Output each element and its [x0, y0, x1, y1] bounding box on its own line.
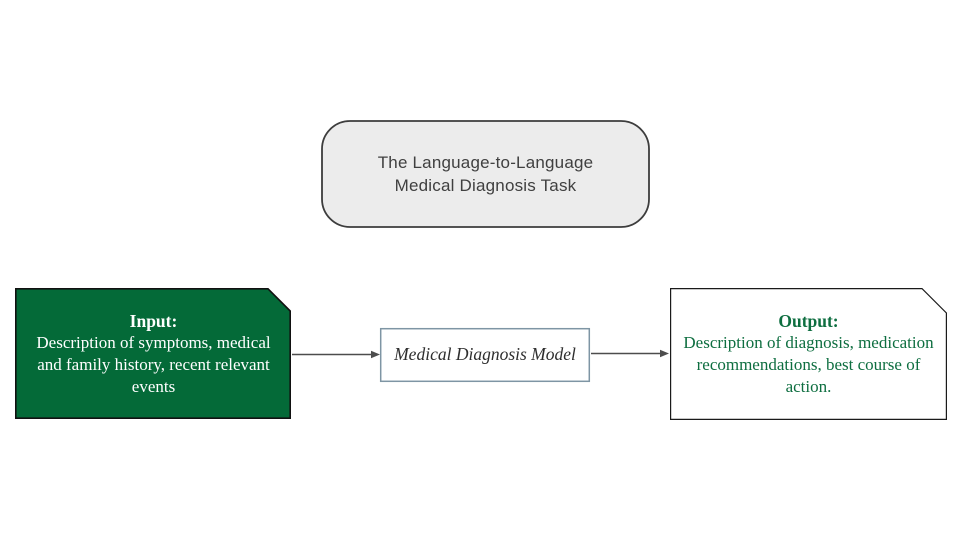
output-box-shape — [669, 288, 948, 420]
title-box-shape — [321, 120, 650, 228]
model-box-shape — [379, 327, 591, 383]
arrow-model-to-output — [591, 349, 669, 358]
arrow-input-to-model — [292, 350, 380, 359]
input-box-shape — [15, 287, 292, 420]
